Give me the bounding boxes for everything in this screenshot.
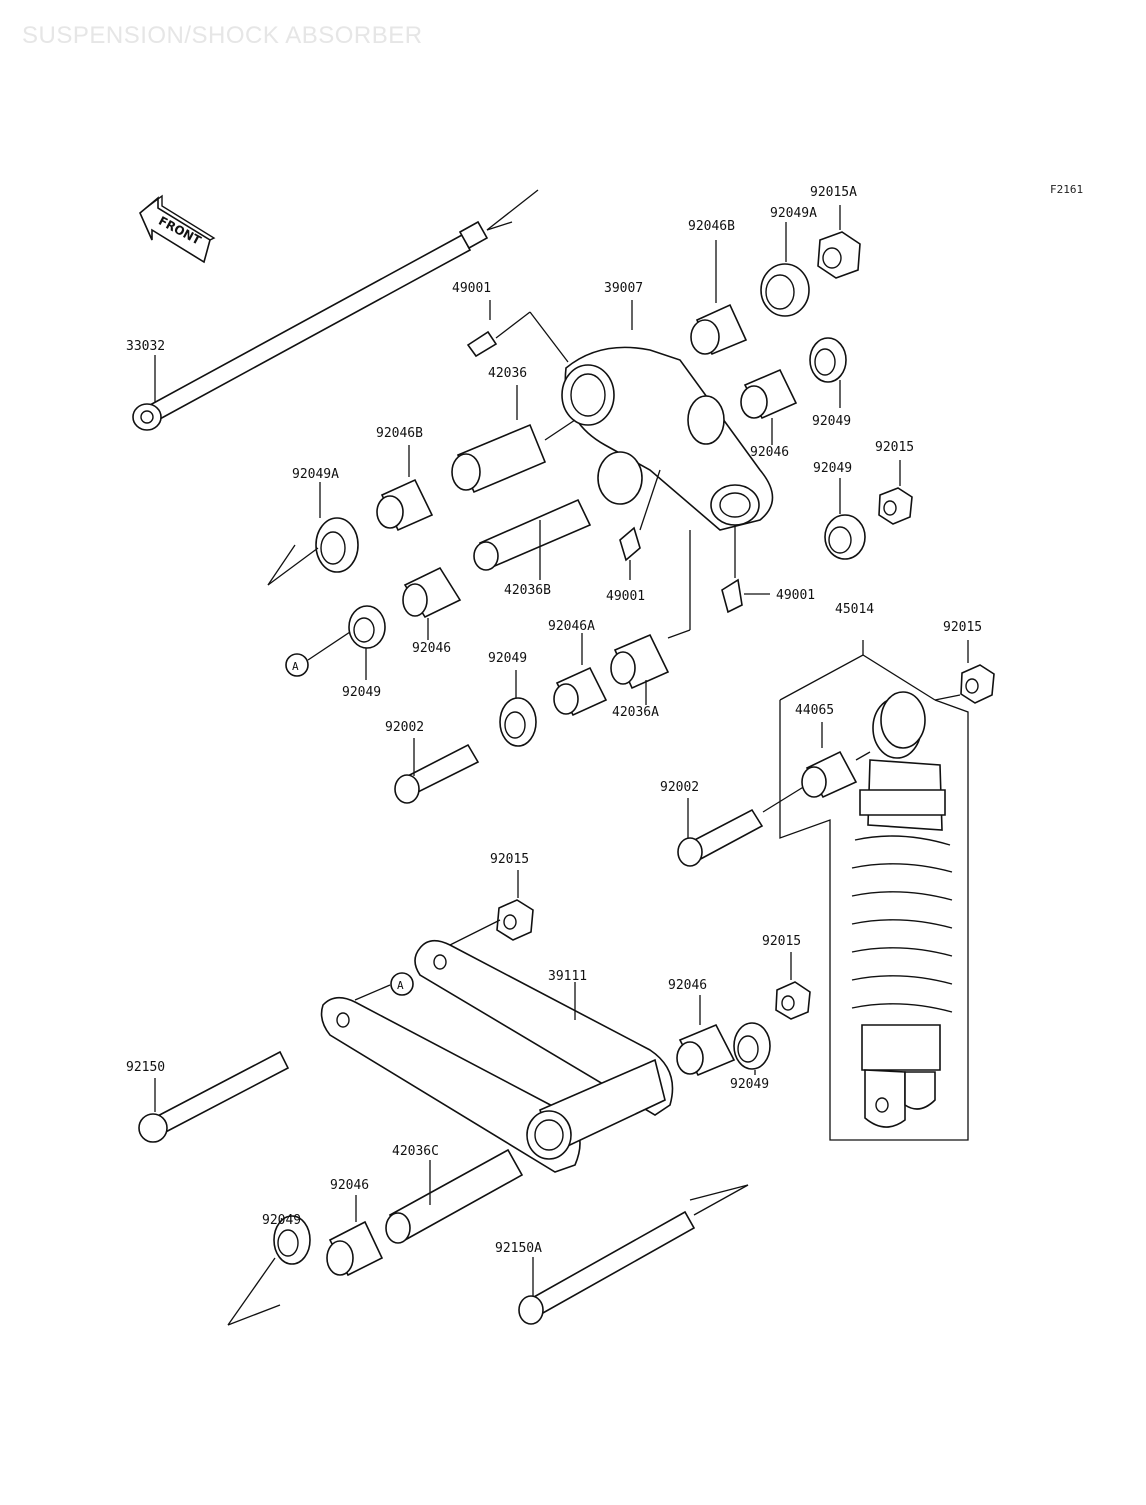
part-44065 <box>801 722 871 799</box>
label-92046-left: 92046 <box>412 641 451 656</box>
label-92049a-left: 92049A <box>292 467 339 482</box>
label-45014: 45014 <box>835 602 874 617</box>
label-92015-bottom-2: 92015 <box>762 934 801 949</box>
label-92046b-left: 92046B <box>376 426 423 441</box>
label-92049a-top: 92049A <box>770 206 817 221</box>
part-42036b <box>473 498 592 580</box>
ref-marker-a-2: A <box>390 972 414 996</box>
label-92046-bottom: 92046 <box>668 978 707 993</box>
label-42036b: 42036B <box>504 583 551 598</box>
label-49001-mid: 49001 <box>606 589 645 604</box>
label-39007: 39007 <box>604 281 643 296</box>
figure-code: F2161 <box>1050 183 1084 196</box>
part-33032 <box>132 189 539 431</box>
label-92015-bottom: 92015 <box>490 852 529 867</box>
label-92046a: 92046A <box>548 619 595 634</box>
label-42036: 42036 <box>488 366 527 381</box>
bearings <box>376 240 798 717</box>
part-39111 <box>320 919 674 1173</box>
front-arrow-icon: FRONT <box>139 194 216 264</box>
part-45014-shock <box>779 640 969 1141</box>
label-92046-right: 92046 <box>750 445 789 460</box>
part-42036 <box>451 385 576 494</box>
label-92049-mid: 92049 <box>488 651 527 666</box>
svg-text:A: A <box>292 660 299 673</box>
label-92150a: 92150A <box>495 1241 542 1256</box>
label-42036a: 42036A <box>612 705 659 720</box>
label-92049-bottom: 92049 <box>730 1077 769 1092</box>
diagram-title: SUSPENSION/SHOCK ABSORBER <box>22 22 423 49</box>
label-49001-right: 49001 <box>776 588 815 603</box>
part-42036c <box>385 1148 524 1244</box>
label-92150: 92150 <box>126 1060 165 1075</box>
label-44065: 44065 <box>795 703 834 718</box>
label-33032: 33032 <box>126 339 165 354</box>
bottom-bearings <box>326 995 736 1277</box>
bolts-92002 <box>394 738 806 867</box>
label-92049-bottom-2: 92049 <box>262 1213 301 1228</box>
label-92046-bottom-2: 92046 <box>330 1178 369 1193</box>
label-92002-right: 92002 <box>660 780 699 795</box>
ref-marker-a-1: A <box>285 653 309 677</box>
label-92015-right: 92015 <box>875 440 914 455</box>
part-49001 <box>466 300 770 614</box>
part-42036a <box>610 530 691 705</box>
label-92046b-top: 92046B <box>688 219 735 234</box>
nuts <box>496 205 995 1020</box>
label-92049-left: 92049 <box>342 685 381 700</box>
label-49001-top: 49001 <box>452 281 491 296</box>
label-39111: 39111 <box>548 969 587 984</box>
label-42036c: 42036C <box>392 1144 439 1159</box>
label-92049-right-1: 92049 <box>812 414 851 429</box>
label-92015-shock: 92015 <box>943 620 982 635</box>
svg-text:A: A <box>397 979 404 992</box>
part-labels: 33032 49001 39007 92046B 92049A 92015A 4… <box>126 185 982 1256</box>
label-92049-right-2: 92049 <box>813 461 852 476</box>
seals <box>227 222 866 1326</box>
label-92002-left: 92002 <box>385 720 424 735</box>
part-39007 <box>561 300 774 531</box>
label-92015a: 92015A <box>810 185 857 200</box>
bolts-92150 <box>138 1050 749 1325</box>
